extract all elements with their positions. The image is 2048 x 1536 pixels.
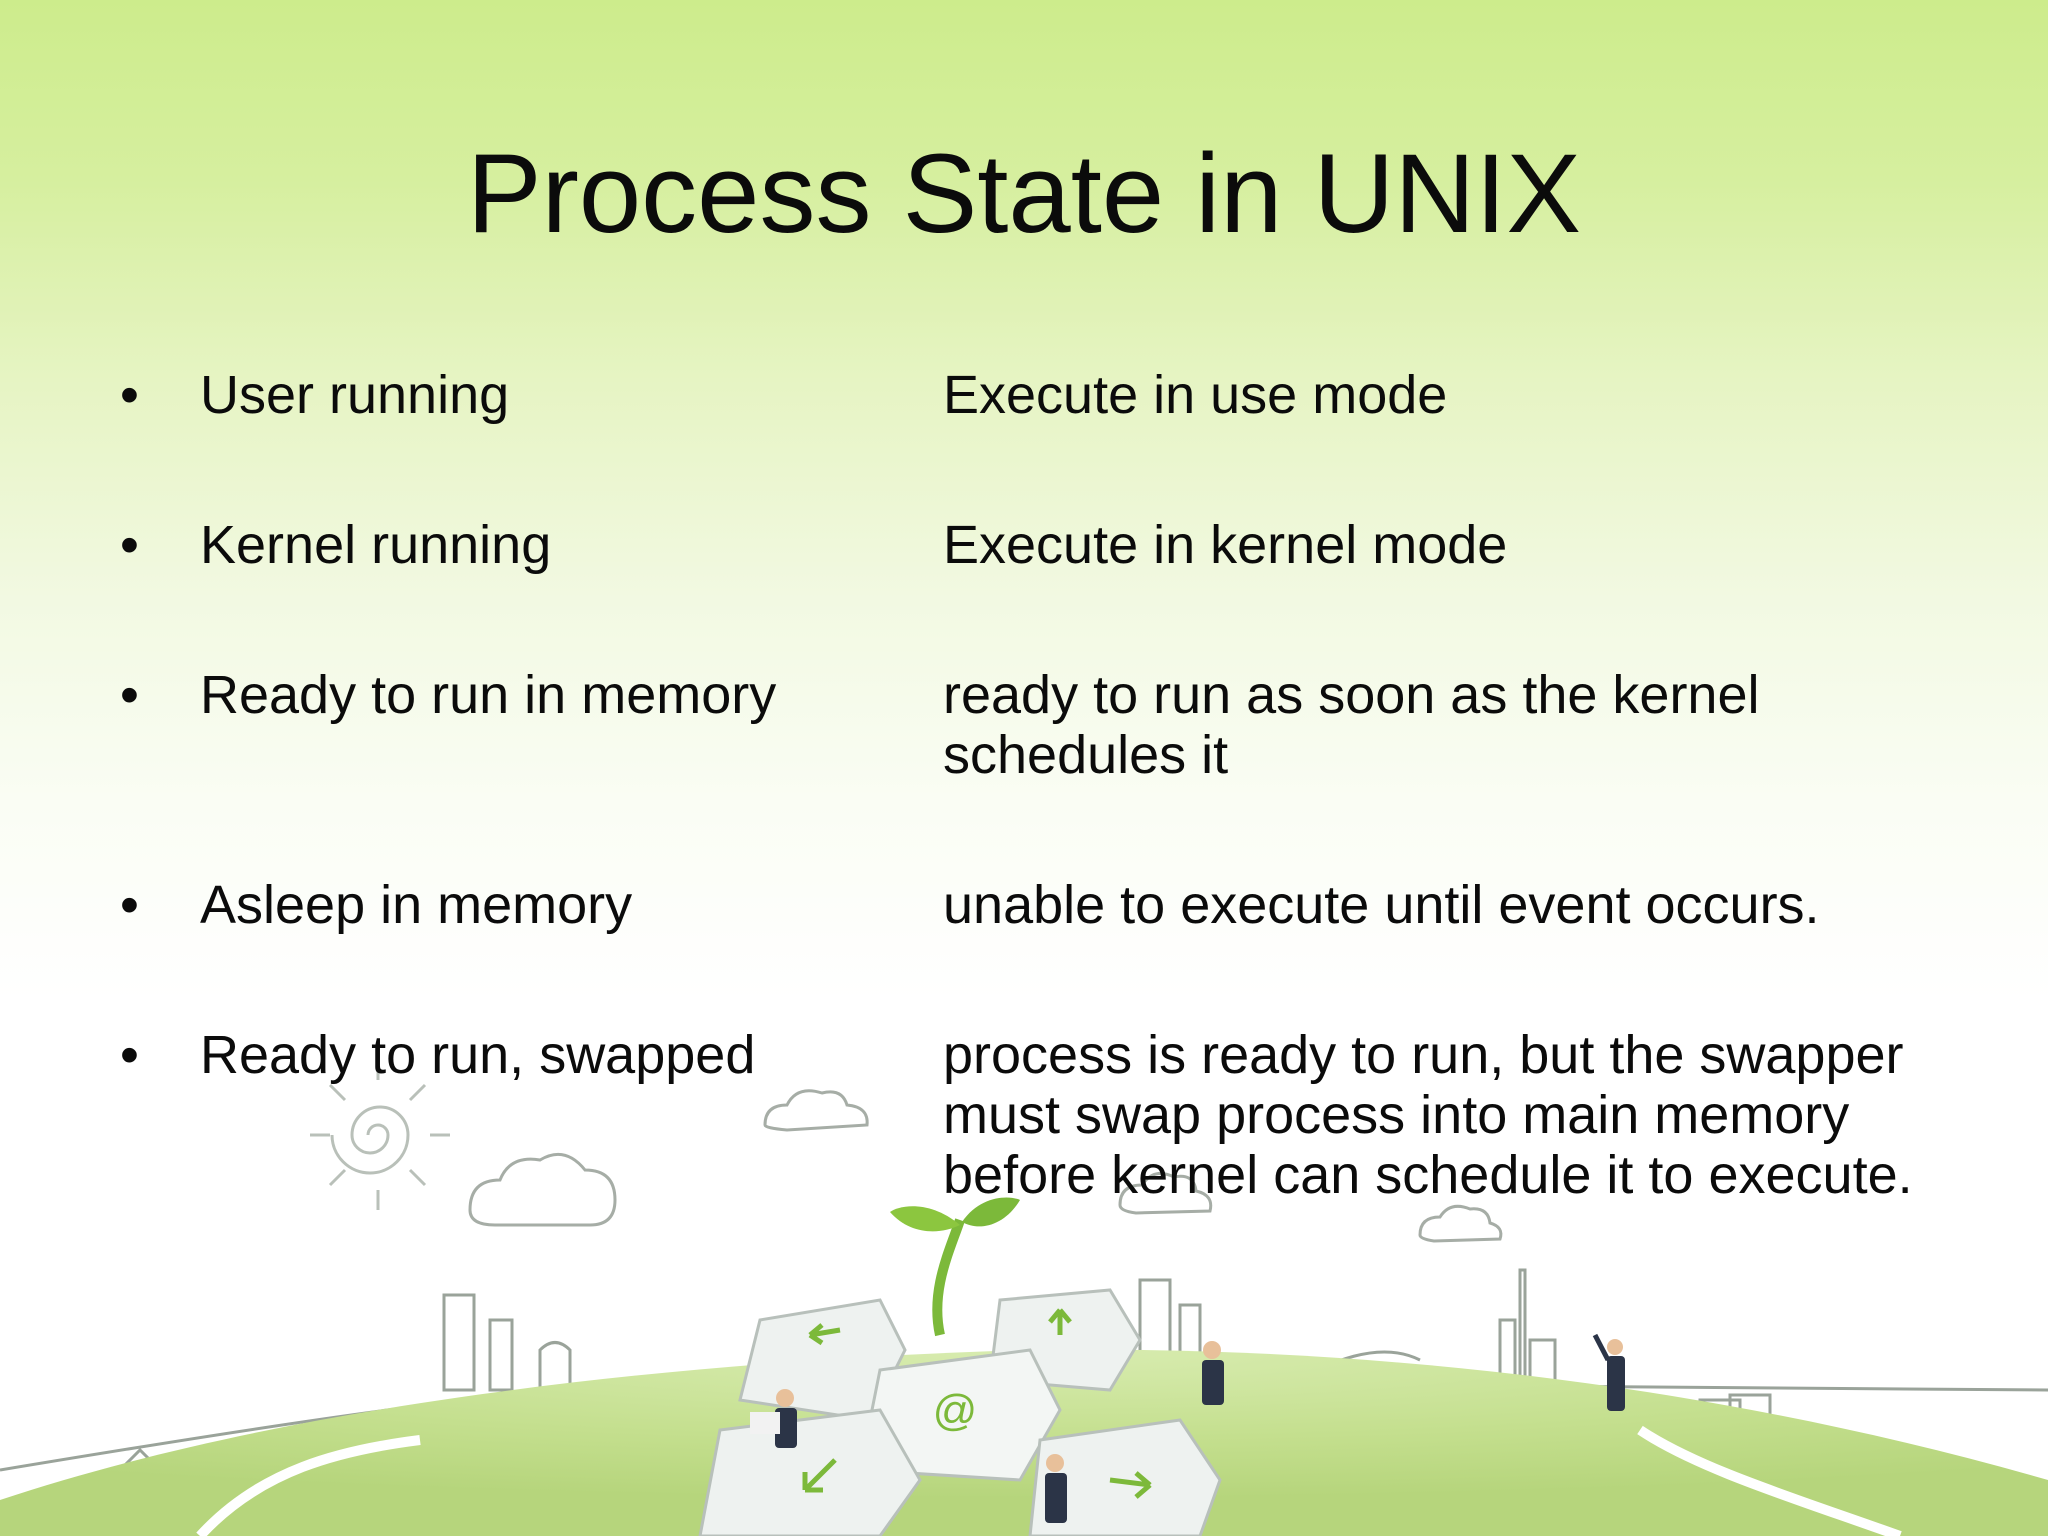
arrow-left-key <box>738 1298 907 1422</box>
state-description: process is ready to run, but the swapper… <box>943 1025 1913 1205</box>
state-description: Execute in kernel mode <box>943 515 1508 575</box>
at-key <box>858 1348 1062 1482</box>
state-description: Execute in use mode <box>943 365 1448 425</box>
state-name: Ready to run in memory <box>200 665 777 725</box>
state-name: User running <box>200 365 510 425</box>
state-description: unable to execute until event occurs. <box>943 875 1820 935</box>
state-name: Ready to run, swapped <box>200 1025 756 1085</box>
state-name: Kernel running <box>200 515 552 575</box>
state-name: Asleep in memory <box>200 875 633 935</box>
arrow-right-key <box>1028 1418 1222 1536</box>
sprout-icon <box>890 1197 1020 1337</box>
bullet-icon: • <box>120 365 139 425</box>
arrow-up-key <box>988 1288 1142 1392</box>
bullet-icon: • <box>120 1025 139 1085</box>
bullet-icon: • <box>120 665 139 725</box>
bullet-icon: • <box>120 515 139 575</box>
road-lines <box>196 1425 1902 1536</box>
bullet-icon: • <box>120 875 139 935</box>
state-description: ready to run as soon as the kernel sched… <box>943 665 1760 785</box>
at-key-symbol: @ <box>933 1386 978 1435</box>
city-outline <box>0 1268 2048 1472</box>
key-symbols <box>802 1308 1152 1499</box>
keyboard-keys <box>698 1288 1222 1536</box>
arrow-down-left-key <box>698 1408 922 1536</box>
green-hill <box>0 1349 2048 1536</box>
people-figures <box>750 1333 1625 1523</box>
slide-title: Process State in UNIX <box>466 131 1582 256</box>
